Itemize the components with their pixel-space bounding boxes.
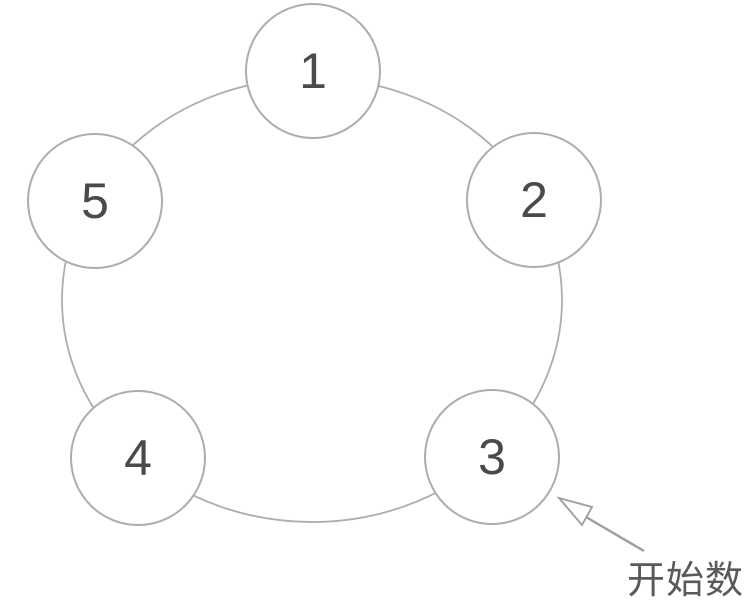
node-5: 5: [27, 133, 163, 269]
node-5-label: 5: [81, 173, 109, 229]
arrow-shaft: [585, 515, 645, 553]
node-3: 3: [424, 389, 560, 525]
node-1: 1: [245, 3, 381, 139]
node-2: 2: [466, 132, 602, 268]
node-2-label: 2: [520, 172, 548, 228]
node-1-label: 1: [299, 43, 327, 99]
start-counting-label: 开始数: [627, 560, 745, 602]
node-3-label: 3: [478, 429, 506, 485]
node-4: 4: [70, 390, 206, 526]
arrow-head-icon: [556, 496, 594, 527]
node-4-label: 4: [124, 430, 152, 486]
